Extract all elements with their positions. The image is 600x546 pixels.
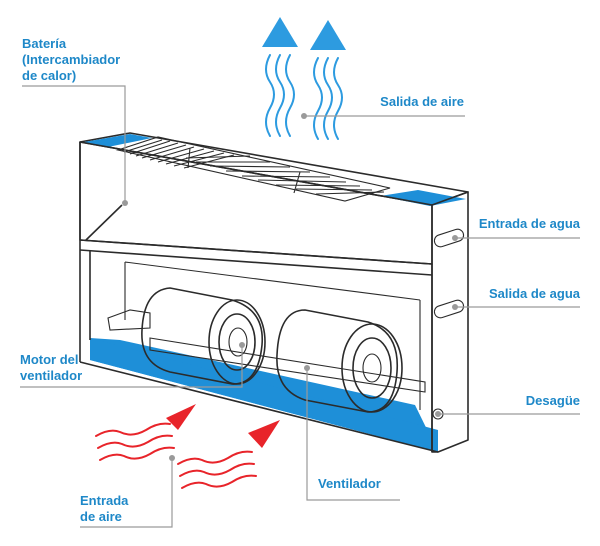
up-arrow-icon <box>310 20 346 50</box>
inlet-air-flow <box>95 404 280 489</box>
label-ventilador: Ventilador <box>318 476 381 491</box>
top-grille <box>115 136 391 202</box>
fan-cylinder <box>276 309 403 413</box>
label-bateria-line1: Batería <box>22 36 67 51</box>
label-bateria: Batería (Intercambiador de calor) <box>22 36 120 84</box>
label-motor-line2: ventilador <box>20 368 83 383</box>
label-salida-aire: Salida de aire <box>380 94 464 109</box>
label-desague: Desagüe <box>525 393 580 408</box>
diagonal-arrow-icon <box>248 420 280 448</box>
label-entrada-aire: Entrada de aire <box>80 493 128 525</box>
label-motor-ventilador: Motor del ventilador <box>20 352 82 384</box>
leader-lines <box>20 85 580 528</box>
motor-cylinder <box>141 287 266 385</box>
label-entrada-agua: Entrada de agua <box>478 216 580 231</box>
label-entrada-aire-line1: Entrada <box>80 493 129 508</box>
up-arrow-icon <box>262 17 298 47</box>
outlet-air-flow <box>262 17 346 140</box>
fan-shaft <box>149 337 426 393</box>
label-salida-agua: Salida de agua <box>488 286 580 301</box>
diagonal-arrow-icon <box>166 404 196 430</box>
label-bateria-line2: (Intercambiador <box>22 52 121 67</box>
condensate-tray <box>90 338 438 452</box>
label-bateria-line3: de calor) <box>22 68 77 83</box>
label-entrada-aire-line2: de aire <box>80 509 122 524</box>
label-motor-line1: Motor del <box>20 352 79 367</box>
